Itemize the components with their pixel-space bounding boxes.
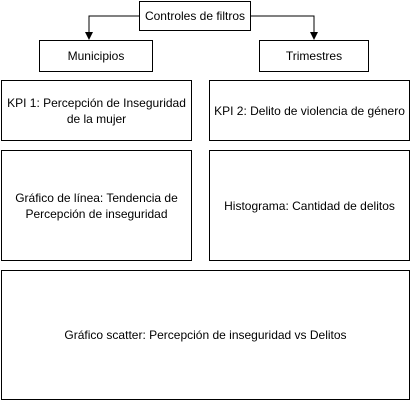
kpi-2-box: KPI 2: Delito de violencia de género <box>209 80 410 141</box>
municipios-filter-box: Municipios <box>39 40 153 72</box>
histogram-box: Histograma: Cantidad de delitos <box>209 150 410 261</box>
histogram-label: Histograma: Cantidad de delitos <box>224 198 395 213</box>
scatter-chart-label: Gráfico scatter: Percepción de insegurid… <box>64 328 347 342</box>
kpi-2-label: KPI 2: Delito de violencia de género <box>214 103 405 118</box>
filter-controls-box: Controles de filtros <box>139 1 251 31</box>
line-chart-label: Gráfico de línea: Tendencia de Percepció… <box>15 190 178 221</box>
trimestres-filter-box: Trimestres <box>259 40 369 72</box>
line-chart-box: Gráfico de línea: Tendencia de Percepció… <box>1 150 192 261</box>
trimestres-filter-label: Trimestres <box>285 49 343 63</box>
kpi-1-box: KPI 1: Percepción de Inseguridad de la m… <box>1 80 192 141</box>
arrow-to-municipios <box>85 15 139 40</box>
filter-controls-label: Controles de filtros <box>144 9 246 23</box>
arrow-to-trimestres <box>251 15 318 40</box>
municipios-filter-label: Municipios <box>67 49 125 63</box>
scatter-chart-box: Gráfico scatter: Percepción de insegurid… <box>1 270 410 400</box>
kpi-1-label: KPI 1: Percepción de Inseguridad de la m… <box>7 95 186 126</box>
